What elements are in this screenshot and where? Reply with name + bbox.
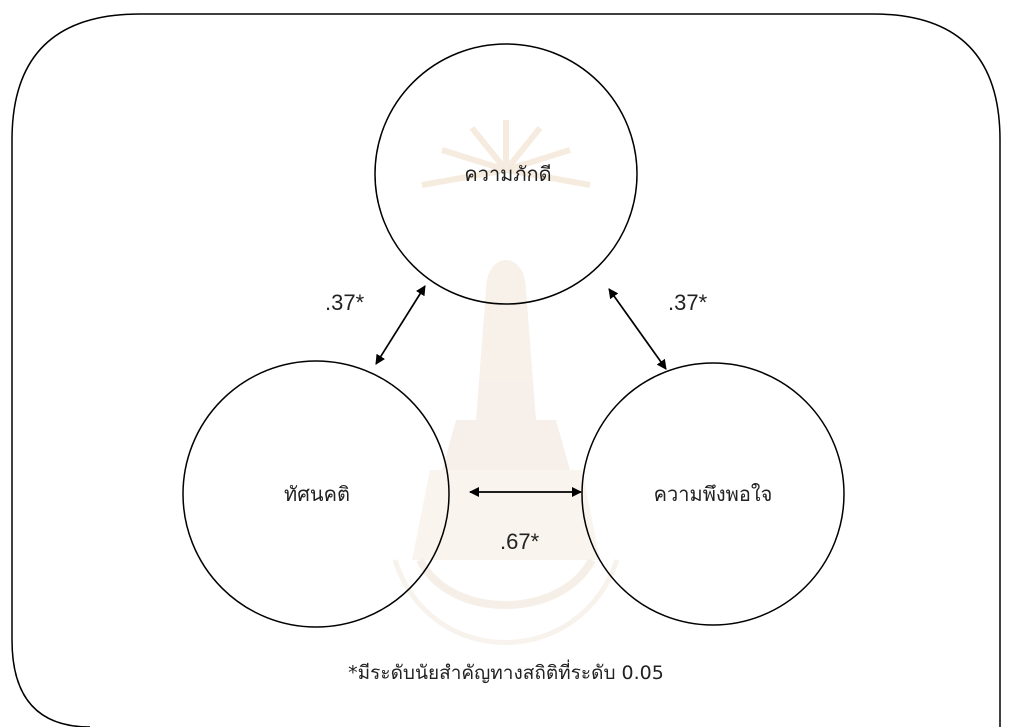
node-attitude bbox=[182, 360, 450, 628]
edge-loyalty-satisfaction bbox=[608, 288, 667, 370]
node-loyalty-label: ความภักดี bbox=[464, 162, 551, 186]
significance-footnote: *มีระดับนัยสำคัญทางสถิติที่ระดับ 0.05 bbox=[348, 659, 664, 684]
node-satisfaction-label: ความพึงพอใจ bbox=[654, 482, 773, 506]
node-satisfaction bbox=[581, 362, 845, 626]
edge-attitude-loyalty bbox=[375, 285, 426, 365]
edge-loyalty-satisfaction-label: .37* bbox=[668, 290, 708, 315]
node-attitude-label: ทัศนคติ bbox=[284, 482, 350, 506]
edge-attitude-satisfaction-label: .67* bbox=[500, 529, 540, 554]
diagram-frame bbox=[11, 13, 1001, 727]
node-loyalty bbox=[374, 43, 638, 305]
edge-attitude-loyalty-label: .37* bbox=[325, 290, 365, 315]
